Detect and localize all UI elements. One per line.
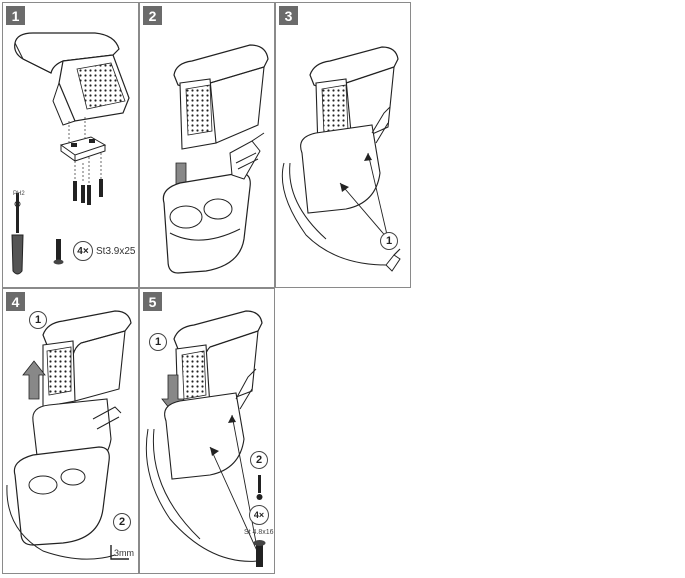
step-2-panel: 2 xyxy=(139,2,275,288)
step-number-badge: 2 xyxy=(143,6,162,25)
screw-spec-label: St3.9x25 xyxy=(96,246,136,257)
callout-1: 1 xyxy=(29,311,47,329)
step-number-badge: 4 xyxy=(6,292,25,311)
callout-2: 2 xyxy=(250,451,268,469)
armrest-exploded-illustration xyxy=(11,32,130,275)
step-number-badge: 1 xyxy=(6,6,25,25)
armrest-insertion-illustration xyxy=(162,44,269,274)
armrest-final-fixing-illustration xyxy=(145,310,266,567)
callout-2: 2 xyxy=(113,513,131,531)
step-number-badge: 3 xyxy=(279,6,298,25)
quantity-callout: 4× xyxy=(249,505,269,525)
quantity-callout: 4× xyxy=(73,241,93,261)
step-3-panel: 3 1 xyxy=(275,2,411,288)
tool-size-label: PH2 xyxy=(13,191,25,197)
callout-1: 1 xyxy=(149,333,167,351)
step-4-panel: 4 1 2 3mm xyxy=(2,288,139,574)
callout-1: 1 xyxy=(380,232,398,250)
step-1-panel: 1 xyxy=(2,2,139,288)
screw-spec-label: St 4.8x16 xyxy=(244,529,274,536)
hex-key-size-label: 3mm xyxy=(114,548,134,558)
armrest-attached-illustration xyxy=(281,46,401,272)
step-number-badge: 5 xyxy=(143,292,162,311)
step-5-panel: 5 1 2 4× St 4.8x16 xyxy=(139,288,275,574)
armrest-adjust-illustration xyxy=(6,310,132,560)
